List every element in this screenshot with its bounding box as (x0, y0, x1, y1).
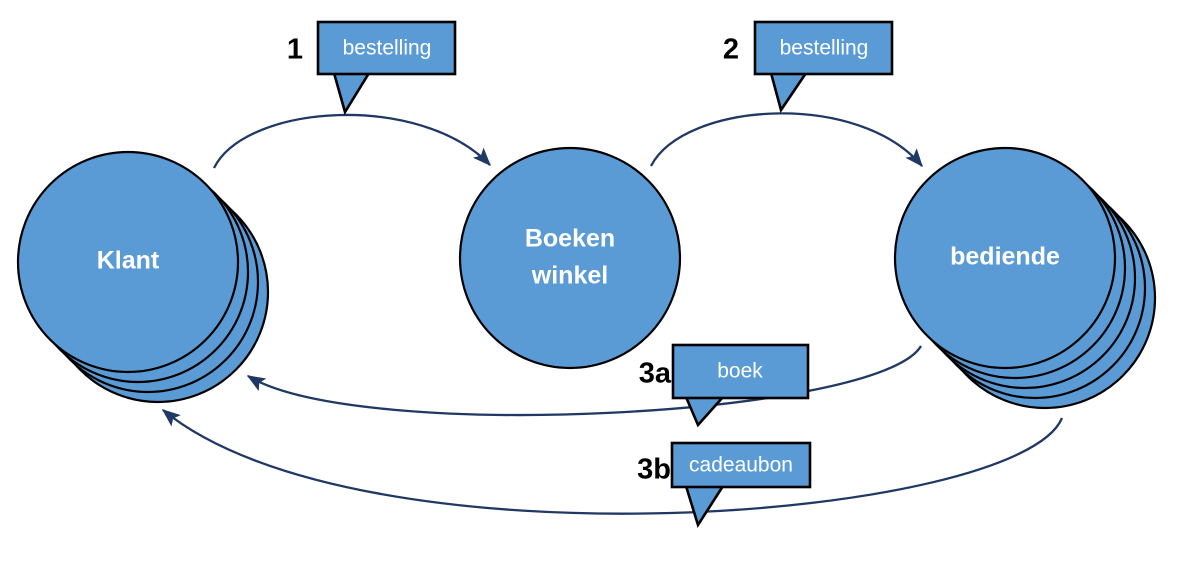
node-boekenwinkel[interactable]: Boeken winkel (458, 146, 682, 370)
step-number-1: 1 (287, 34, 303, 66)
callout-label-3b: cadeaubon (689, 454, 793, 477)
callout-box-3b[interactable] (670, 441, 812, 489)
klant-main-circle[interactable] (16, 150, 240, 374)
node-label-boekenwinkel-line1: Boeken (525, 225, 615, 253)
flow-arrow-2 (649, 112, 923, 168)
step-number-2: 2 (723, 34, 739, 66)
callout-tail-1 (332, 71, 372, 116)
callout-flow-3a[interactable]: 3a boek (639, 343, 810, 428)
node-label-bediende: bediende (950, 243, 1060, 271)
node-label-klant: Klant (97, 247, 160, 275)
callout-box-3a[interactable] (671, 343, 810, 400)
callout-flow-2[interactable]: 2 bestelling (723, 20, 894, 114)
callout-box-1[interactable] (316, 20, 457, 76)
flow-arrow-1 (212, 113, 491, 169)
callout-tail-3b (684, 484, 726, 529)
step-number-3a: 3a (639, 358, 672, 390)
bediende-main-circle[interactable] (893, 146, 1117, 370)
callout-tail-2 (769, 71, 809, 114)
callout-label-3a: boek (717, 360, 763, 383)
callout-flow-1[interactable]: 1 bestelling (287, 20, 457, 116)
node-label-boekenwinkel-line2: winkel (531, 262, 608, 290)
boekenwinkel-main-circle[interactable] (458, 146, 682, 370)
callout-label-1: bestelling (343, 37, 432, 60)
callout-tail-3a (684, 395, 726, 428)
step-number-3b: 3b (637, 454, 671, 486)
node-klant[interactable]: Klant (16, 150, 270, 404)
callout-box-2[interactable] (753, 20, 894, 76)
callout-flow-3b[interactable]: 3b cadeaubon (637, 441, 812, 529)
node-bediende[interactable]: bediende (893, 146, 1157, 410)
callout-label-2: bestelling (780, 37, 869, 60)
flow-arrow-3a (246, 345, 922, 417)
flow-arrow-3b (161, 409, 1064, 515)
